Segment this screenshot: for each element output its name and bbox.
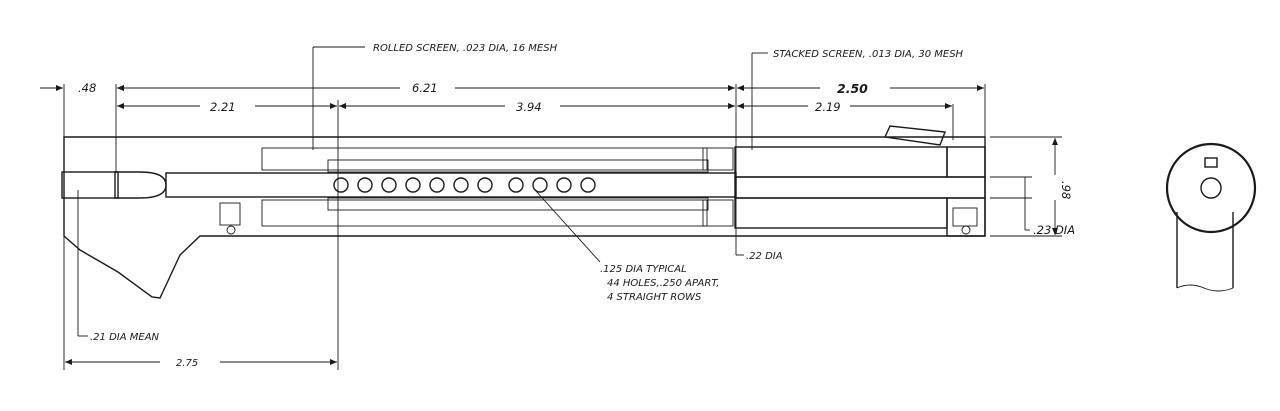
end-view-inner-circle	[1200, 177, 1222, 199]
o-ring-left	[226, 225, 236, 235]
tube-holes	[333, 177, 596, 193]
body-outline	[63, 136, 986, 299]
end-view-stem	[1176, 212, 1234, 288]
end-cap-upper	[946, 146, 986, 178]
rolled-screen-lower	[261, 199, 708, 227]
end-view-outer-circle	[1165, 142, 1257, 234]
rolled-screen-upper	[261, 147, 708, 171]
dimension-lines	[40, 46, 1062, 370]
end-view	[1165, 142, 1257, 292]
dim-275: 2.75	[176, 358, 198, 369]
labels: ROLLED SCREEN, .023 DIA, 16 MESH STACKED…	[78, 43, 1075, 369]
ring-lower	[702, 199, 734, 227]
wedge-key	[883, 125, 946, 146]
seal-left	[219, 202, 241, 226]
inlet-bore	[61, 171, 119, 199]
end-view-key	[1204, 157, 1218, 168]
end-cap-lower	[946, 197, 986, 237]
plug	[114, 171, 167, 199]
holes-note-line2: 44 HOLES,.250 APART,	[607, 278, 719, 289]
rolled-screen-note: ROLLED SCREEN, .023 DIA, 16 MESH	[373, 43, 558, 54]
dim-621: 6.21	[412, 81, 438, 95]
dim-219: 2.19	[815, 100, 841, 114]
dim-023-dia: .23 DIA	[1033, 223, 1075, 237]
dim-098: .98	[1059, 181, 1073, 199]
ring-upper	[702, 147, 734, 171]
holes-note-line1: .125 DIA TYPICAL	[600, 264, 687, 275]
stacked-screen-note: STACKED SCREEN, .013 DIA, 30 MESH	[773, 49, 964, 60]
seal-right	[952, 207, 978, 227]
dim-394: 3.94	[516, 100, 542, 114]
dim-022-dia: .22 DIA	[746, 251, 783, 262]
o-ring-right	[961, 225, 971, 235]
stacked-screen-upper	[734, 146, 948, 178]
section-view	[61, 125, 986, 299]
dim-021-dia-mean: .21 DIA MEAN	[90, 332, 160, 343]
perforated-tube	[327, 159, 709, 211]
central-bore	[165, 172, 737, 198]
dim-221: 2.21	[210, 100, 236, 114]
outlet-bore	[734, 176, 986, 199]
dim-250: 2.50	[837, 81, 868, 96]
end-view-stem-break	[1176, 284, 1234, 292]
holes-note-line3: 4 STRAIGHT ROWS	[607, 292, 702, 303]
dim-048: .48	[78, 81, 96, 95]
stacked-screen-lower	[734, 197, 948, 229]
